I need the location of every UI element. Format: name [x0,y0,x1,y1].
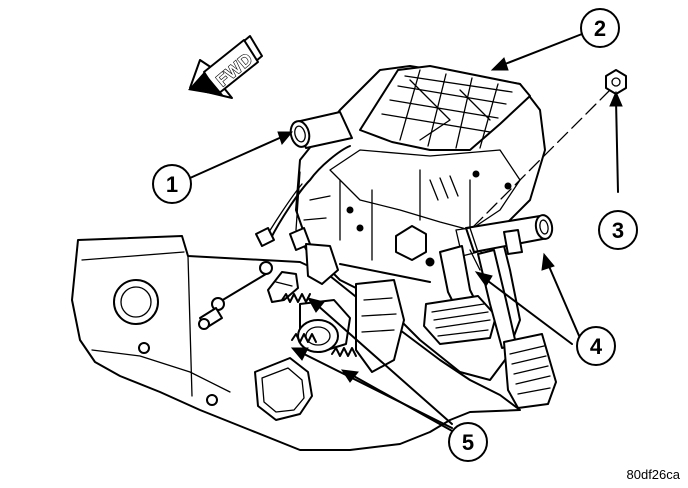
brake-pedal-pad [423,295,497,345]
callout-4: 4 [576,326,616,366]
callout-3: 3 [598,210,638,250]
switch-block [305,243,339,285]
callout-4-label: 4 [590,334,603,359]
center-boss [395,225,427,261]
reference-code: 80df26ca [626,467,681,482]
retaining-nut [469,69,627,231]
pivot-shaft-right [455,214,554,257]
callout-2-label: 2 [594,16,606,41]
callout-2: 2 [580,8,620,48]
callout-1: 1 [152,164,192,204]
lower-mechanism [297,243,405,373]
pivot-bushing-left [289,111,353,149]
callout-1-label: 1 [166,172,178,197]
callout-3-label: 3 [612,218,624,243]
leader-lines [189,33,623,433]
callout-5: 5 [448,422,488,462]
forward-direction-arrow: FWD [188,35,263,99]
brake-pedal [423,245,497,345]
wiring-harness [255,145,351,251]
right-pedal-pad [503,333,557,409]
clip-parts [198,261,299,330]
return-springs [281,293,357,357]
callout-5-label: 5 [462,430,474,455]
dash-panel [71,235,521,451]
